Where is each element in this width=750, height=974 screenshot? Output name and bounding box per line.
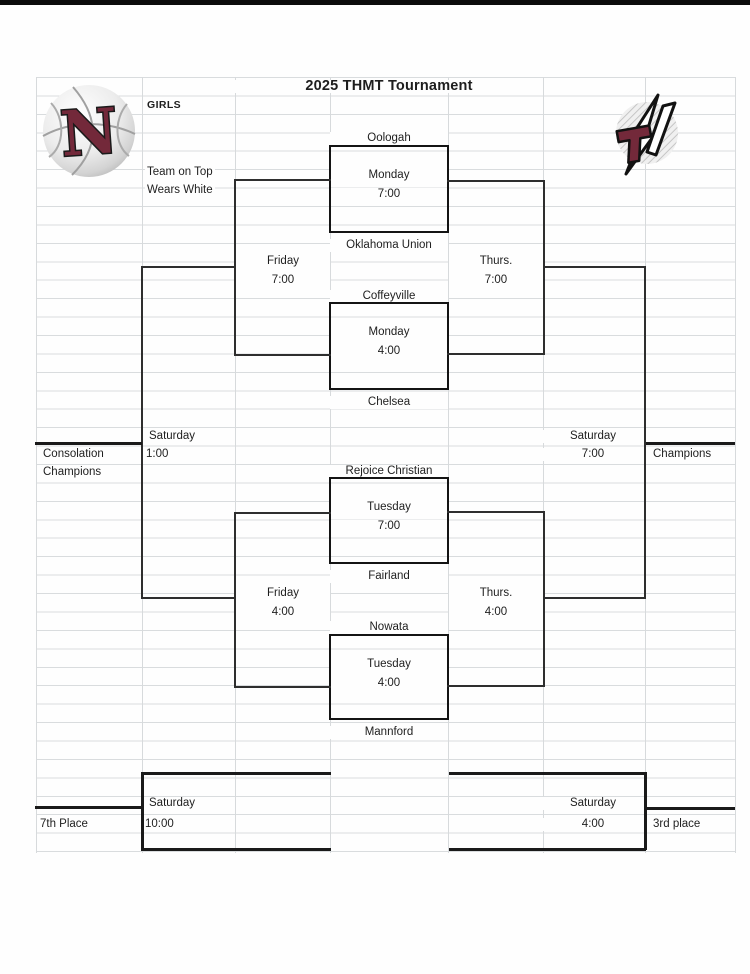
thmt-bolt-logo xyxy=(615,93,678,176)
game2-winner-line xyxy=(447,353,545,355)
winners-semi-bottom-bracket xyxy=(543,511,545,687)
winners-semi-bottom-time: 4:00 xyxy=(449,606,543,619)
seventh-place-bottom-line xyxy=(141,848,331,851)
third-place-bracket xyxy=(644,772,647,850)
team-game4-bottom: Mannford xyxy=(330,726,448,739)
game3-loser-line xyxy=(235,512,331,514)
game2-loser-line xyxy=(235,354,331,356)
consolation-final-time: 1:00 xyxy=(144,448,171,461)
consolation-champion-line xyxy=(35,442,142,445)
seventh-place-label: 7th Place xyxy=(38,818,90,831)
consolation-semi-top-day: Friday xyxy=(236,255,330,268)
game3-box xyxy=(329,477,449,564)
grid-column-line xyxy=(36,77,37,853)
consolation-final-day: Saturday xyxy=(147,430,198,443)
game2-time: 4:00 xyxy=(330,345,448,358)
consolation-semi-top-bracket xyxy=(234,179,236,356)
team-game2-bottom: Chelsea xyxy=(330,396,448,409)
winners-semi-top-winner-line xyxy=(545,266,645,268)
seventh-place-winner-line xyxy=(35,806,142,809)
grid-column-line xyxy=(543,77,544,853)
consolation-semi-bottom-winner-line xyxy=(142,597,235,599)
game2-day: Monday xyxy=(330,326,448,339)
seventh-place-bracket xyxy=(141,772,144,850)
game3-day: Tuesday xyxy=(330,501,448,514)
photo-edge-bar xyxy=(0,0,750,5)
game3-time: 7:00 xyxy=(330,520,448,533)
grid-column-line xyxy=(448,77,449,853)
consolation-semi-top-winner-line xyxy=(142,266,235,268)
team-game1-bottom: Oklahoma Union xyxy=(330,239,448,252)
consolation-semi-bottom-time: 4:00 xyxy=(236,606,330,619)
winners-semi-bottom-winner-line xyxy=(545,597,645,599)
champions-label: Champions xyxy=(651,448,714,461)
third-place-winner-line xyxy=(646,807,735,810)
third-place-top-line xyxy=(449,772,646,775)
consolation-semi-bottom-bracket xyxy=(234,512,236,688)
third-place-bottom-line xyxy=(449,848,646,851)
championship-bracket xyxy=(644,266,646,599)
basketball-n-logo: N xyxy=(42,85,136,177)
game3-winner-line xyxy=(447,511,545,513)
team-game1-top: Oologah xyxy=(330,132,448,145)
game4-winner-line xyxy=(447,685,545,687)
game4-loser-line xyxy=(235,686,331,688)
team-game3-top: Rejoice Christian xyxy=(330,465,448,478)
game4-day: Tuesday xyxy=(330,658,448,671)
grid-column-line xyxy=(735,77,736,853)
seventh-place-top-line xyxy=(141,772,331,775)
consolation-semi-bottom-day: Friday xyxy=(236,587,330,600)
page-title: 2025 THMT Tournament xyxy=(235,79,543,93)
championship-day: Saturday xyxy=(543,430,643,443)
seventh-place-day: Saturday xyxy=(147,797,198,810)
third-place-day: Saturday xyxy=(543,797,643,810)
game2-box xyxy=(329,302,449,390)
winners-semi-top-time: 7:00 xyxy=(449,274,543,287)
team-game3-bottom: Fairland xyxy=(330,570,448,583)
winners-semi-top-day: Thurs. xyxy=(449,255,543,268)
winners-semi-top-bracket xyxy=(543,180,545,355)
consolation-semi-top-time: 7:00 xyxy=(236,274,330,287)
team-game4-top: Nowata xyxy=(330,621,448,634)
winners-semi-bottom-day: Thurs. xyxy=(449,587,543,600)
game1-day: Monday xyxy=(330,169,448,182)
note-line-2: Wears White xyxy=(145,184,215,197)
game1-loser-line xyxy=(235,179,331,181)
third-place-time: 4:00 xyxy=(543,818,643,831)
division-label: GIRLS xyxy=(145,99,184,112)
consolation-champions-label-2: Champions xyxy=(41,466,104,479)
game1-winner-line xyxy=(447,180,545,182)
svg-text:N: N xyxy=(58,94,120,171)
seventh-place-time: 10:00 xyxy=(143,818,176,831)
consolation-champions-label-1: Consolation xyxy=(41,448,106,461)
game1-box xyxy=(329,145,449,233)
game1-time: 7:00 xyxy=(330,188,448,201)
championship-time: 7:00 xyxy=(543,448,643,461)
note-line-1: Team on Top xyxy=(145,166,215,179)
team-game2-top: Coffeyville xyxy=(330,290,448,303)
champion-line xyxy=(646,442,735,445)
consolation-final-bracket xyxy=(141,266,143,599)
grid-column-line xyxy=(235,77,236,853)
third-place-label: 3rd place xyxy=(651,818,703,831)
game4-time: 4:00 xyxy=(330,677,448,690)
game4-box xyxy=(329,634,449,720)
